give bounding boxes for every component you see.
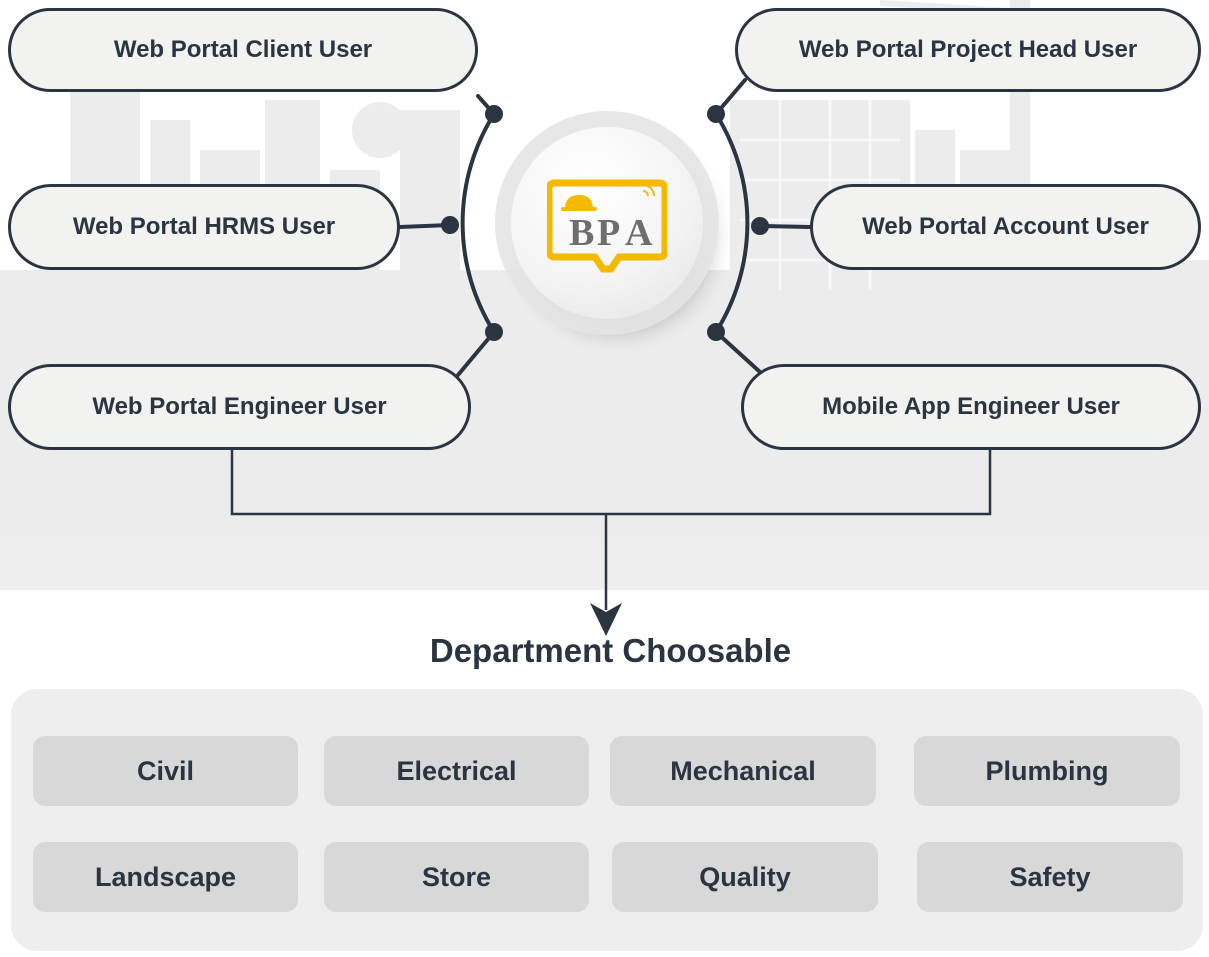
department-civil: Civil <box>33 736 298 806</box>
logo-letter-a: A <box>625 212 653 254</box>
department-safety: Safety <box>917 842 1183 912</box>
connector-engineer <box>456 330 496 377</box>
merge-line <box>230 450 992 516</box>
right-arc <box>714 112 750 334</box>
department-store: Store <box>324 842 589 912</box>
department-landscape: Landscape <box>33 842 298 912</box>
logo-badge: B P A <box>511 127 703 319</box>
connector-mobile <box>714 330 762 374</box>
logo-letter-b: B <box>569 212 594 254</box>
department-electrical: Electrical <box>324 736 589 806</box>
role-label: Web Portal Client User <box>113 36 373 63</box>
department-title: Department Choosable <box>429 632 792 669</box>
department-mechanical: Mechanical <box>610 736 876 806</box>
node-dot-project-head <box>707 105 725 123</box>
department-quality: Quality <box>612 842 878 912</box>
role-web-portal-account-user: Web Portal Account User <box>810 184 1201 270</box>
role-label: Web Portal HRMS User <box>72 213 336 240</box>
left-arc <box>460 112 496 334</box>
node-dot-mobile <box>707 323 725 341</box>
node-dot-account <box>751 217 769 235</box>
node-dot-client <box>485 105 503 123</box>
role-label: Web Portal Project Head User <box>798 36 1138 63</box>
node-dot-hrms <box>441 216 459 234</box>
role-label: Web Portal Account User <box>862 213 1149 240</box>
role-label: Web Portal Engineer User <box>92 393 387 420</box>
role-web-portal-project-head-user: Web Portal Project Head User <box>735 8 1201 92</box>
node-dot-engineer <box>485 323 503 341</box>
role-web-portal-client-user: Web Portal Client User <box>8 8 478 92</box>
logo-letter-p: P <box>597 212 620 254</box>
bpa-logo-icon: B P A <box>547 179 667 273</box>
role-label: Mobile App Engineer User <box>822 393 1120 420</box>
down-arrow-icon <box>590 603 622 636</box>
role-mobile-app-engineer-user: Mobile App Engineer User <box>741 364 1201 450</box>
role-web-portal-hrms-user: Web Portal HRMS User <box>8 184 400 270</box>
department-plumbing: Plumbing <box>914 736 1180 806</box>
role-web-portal-engineer-user: Web Portal Engineer User <box>8 364 471 450</box>
